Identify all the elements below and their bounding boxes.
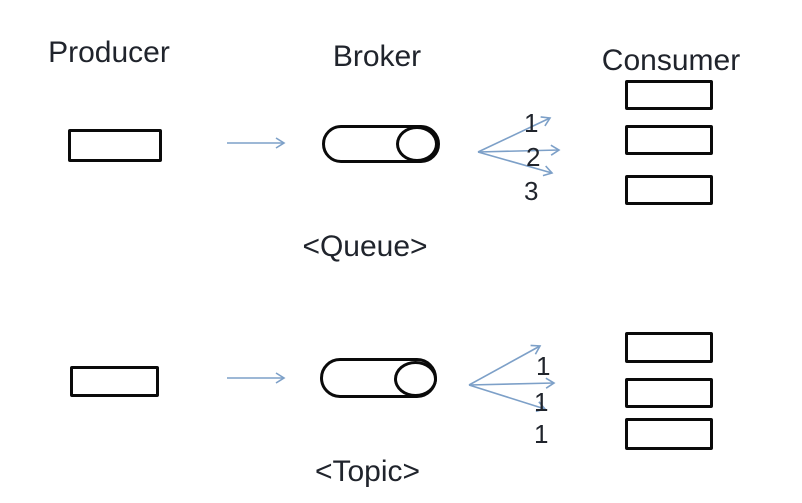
topic-message-number-1: 1 bbox=[536, 351, 551, 381]
topic-broker-end-circle bbox=[394, 361, 437, 397]
queue-section-caption: <Queue> bbox=[302, 230, 428, 263]
consumer-column-label: Consumer bbox=[601, 44, 741, 77]
queue-consumer-box-1 bbox=[625, 80, 713, 110]
topic-message-number-2: 1 bbox=[534, 387, 549, 417]
topic-message-number-3: 1 bbox=[534, 419, 549, 449]
queue-consumer-box-2 bbox=[625, 125, 713, 155]
producer-column-label: Producer bbox=[48, 36, 170, 69]
queue-consumer-box-3 bbox=[625, 175, 713, 205]
queue-producer-box bbox=[68, 129, 162, 162]
topic-fanout-arrow-1-icon bbox=[468, 344, 542, 386]
topic-fanout-arrow-2-icon bbox=[468, 377, 556, 389]
queue-message-number-1: 1 bbox=[524, 108, 539, 138]
topic-consumer-box-2 bbox=[625, 378, 713, 408]
queue-broker-end-circle bbox=[396, 126, 438, 162]
queue-fanout-arrow-2-icon bbox=[477, 144, 561, 156]
broker-column-label: Broker bbox=[332, 40, 422, 73]
queue-message-number-2: 2 bbox=[526, 142, 541, 172]
topic-producer-box bbox=[70, 366, 159, 397]
queue-message-number-3: 3 bbox=[524, 176, 539, 206]
topic-consumer-box-1 bbox=[625, 332, 713, 363]
topic-section-caption: <Topic> bbox=[314, 455, 421, 488]
topic-consumer-box-3 bbox=[625, 418, 713, 450]
queue-fanout-arrow-3-icon bbox=[477, 151, 554, 177]
